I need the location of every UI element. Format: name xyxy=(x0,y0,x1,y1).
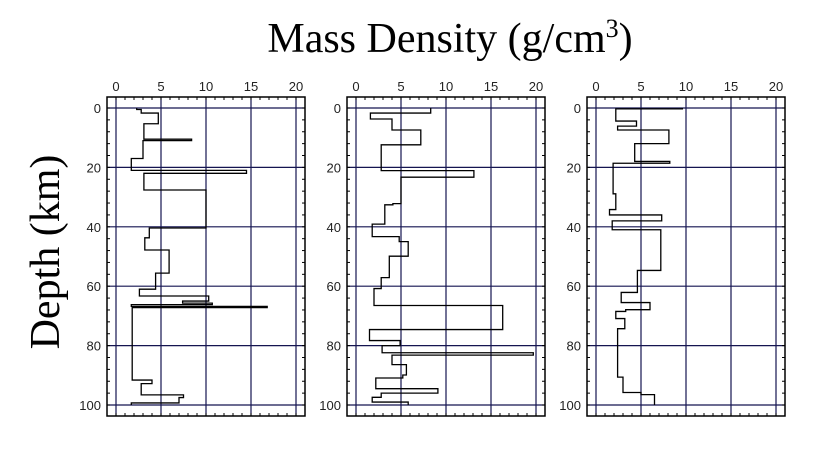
y-tick-label: 40 xyxy=(567,220,581,235)
y-tick-label: 80 xyxy=(327,339,341,354)
panel-frame xyxy=(346,96,546,417)
y-tick-label: 0 xyxy=(334,101,341,116)
y-tick-label: 60 xyxy=(87,279,101,294)
x-tick-label: 20 xyxy=(529,79,543,94)
x-tick-label: 10 xyxy=(679,79,693,94)
title-superscript: 3 xyxy=(605,14,619,43)
y-tick-label: 40 xyxy=(327,220,341,235)
y-tick-label: 80 xyxy=(567,339,581,354)
y-tick-label: 100 xyxy=(319,398,341,413)
title-suffix: ) xyxy=(618,16,633,62)
profile-2-line xyxy=(368,107,534,406)
profile-3-line xyxy=(608,107,684,406)
panel-frame xyxy=(586,96,786,417)
y-tick-label: 80 xyxy=(87,339,101,354)
x-tick-label: 5 xyxy=(157,79,164,94)
y-tick-label: 20 xyxy=(87,160,101,175)
x-tick-label: 0 xyxy=(592,79,599,94)
x-tick-label: 20 xyxy=(769,79,783,94)
y-tick-label: 60 xyxy=(327,279,341,294)
x-tick-label: 5 xyxy=(397,79,404,94)
x-tick-label: 0 xyxy=(352,79,359,94)
y-tick-label: 40 xyxy=(87,220,101,235)
y-tick-label: 100 xyxy=(559,398,581,413)
x-tick-label: 20 xyxy=(289,79,303,94)
x-tick-label: 5 xyxy=(637,79,644,94)
x-tick-label: 10 xyxy=(199,79,213,94)
x-tick-label: 15 xyxy=(724,79,738,94)
x-tick-label: 15 xyxy=(484,79,498,94)
y-tick-label: 100 xyxy=(79,398,101,413)
y-tick-label: 0 xyxy=(94,101,101,116)
x-tick-label: 10 xyxy=(439,79,453,94)
title-text: Mass Density (g/cm xyxy=(267,16,606,62)
profile-1-line xyxy=(130,107,268,406)
y-tick-label: 20 xyxy=(567,160,581,175)
chart-title: Mass Density (g/cm3) xyxy=(0,14,820,63)
x-tick-label: 15 xyxy=(244,79,258,94)
x-tick-label: 0 xyxy=(112,79,119,94)
y-tick-label: 0 xyxy=(574,101,581,116)
y-tick-label: 60 xyxy=(567,279,581,294)
panel-frame xyxy=(106,96,306,417)
y-tick-label: 20 xyxy=(327,160,341,175)
